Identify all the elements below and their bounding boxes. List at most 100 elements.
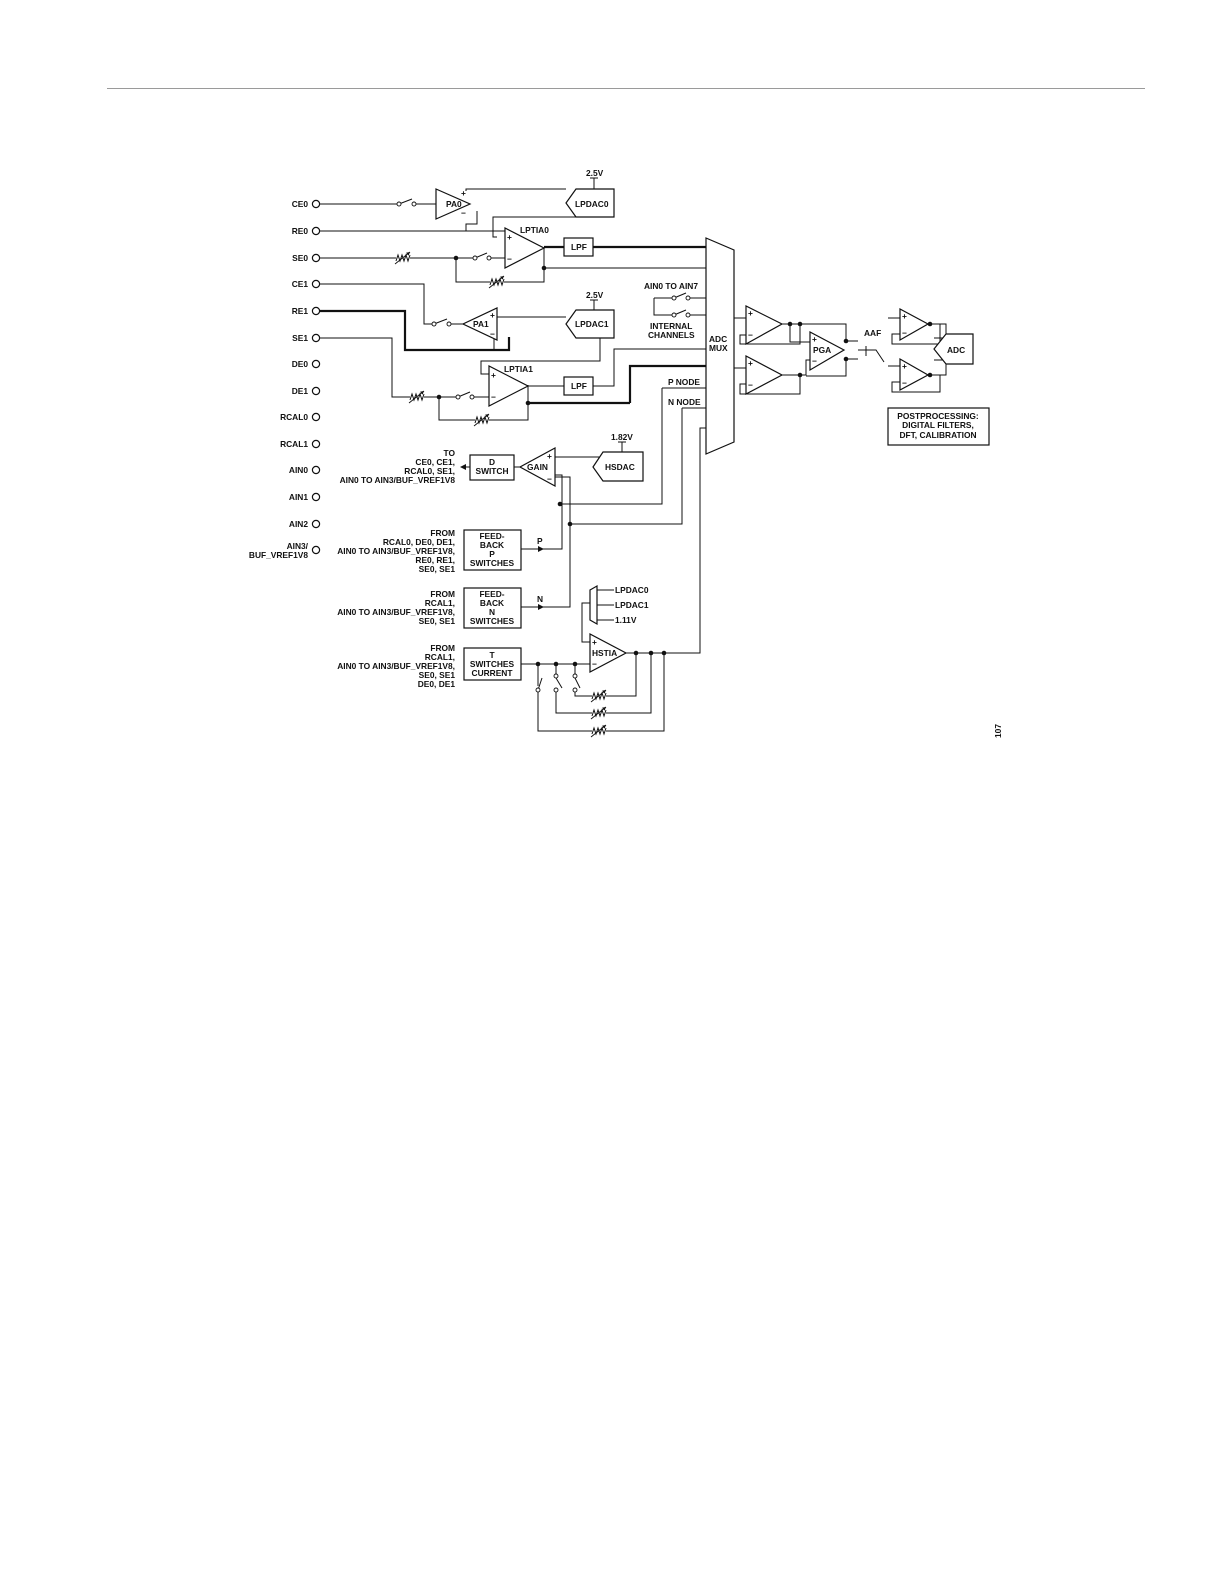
svg-text:AAF: AAF [864, 328, 881, 338]
svg-text:+: + [491, 370, 496, 380]
annotation-from-n: FROM RCAL1, AIN0 TO AIN3/BUF_VREF1V8, SE… [337, 589, 455, 626]
pin-label-ce0: CE0 [292, 199, 309, 209]
amplifier-pa0: PA0 + − [435, 188, 472, 220]
svg-text:AIN0 TO AIN3/BUF_VREF1V8,: AIN0 TO AIN3/BUF_VREF1V8, [337, 546, 455, 556]
svg-text:−: − [507, 254, 512, 264]
header-rule [107, 88, 1145, 89]
svg-text:ADC: ADC [709, 334, 727, 344]
svg-text:HSDAC: HSDAC [605, 462, 635, 472]
svg-text:PA0: PA0 [446, 199, 462, 209]
svg-text:−: − [812, 356, 817, 366]
svg-text:LPTIA0: LPTIA0 [520, 225, 549, 235]
svg-text:+: + [461, 188, 466, 198]
block-lpdac0: LPDAC0 2.5V [565, 168, 615, 218]
pin-pad-ce1 [311, 279, 321, 289]
svg-text:LPDAC0: LPDAC0 [615, 585, 649, 595]
pin-label-re1: RE1 [292, 306, 309, 316]
svg-text:AIN0 TO AIN3/BUF_VREF1V8,: AIN0 TO AIN3/BUF_VREF1V8, [337, 661, 455, 671]
pin-label-ce1: CE1 [292, 279, 309, 289]
block-feedback-n: FEED- BACK N SWITCHES [463, 587, 522, 629]
amplifier-adc-driver-n: + − [899, 357, 930, 392]
pin-label-rcal0: RCAL0 [280, 412, 308, 422]
pin-label-se1: SE1 [292, 333, 308, 343]
junctions [436, 255, 933, 667]
svg-text:LPF: LPF [571, 381, 587, 391]
svg-text:FROM: FROM [430, 528, 455, 538]
block-adc: ADC [933, 333, 974, 365]
svg-text:DFT, CALIBRATION: DFT, CALIBRATION [899, 430, 976, 440]
block-d-switch: D SWITCH [469, 454, 515, 481]
svg-text:+: + [507, 232, 512, 242]
pin-label-rcal1: RCAL1 [280, 439, 308, 449]
svg-text:−: − [748, 330, 753, 340]
amplifier-adc-driver-p: + − [899, 307, 930, 342]
svg-text:SE0, SE1: SE0, SE1 [419, 670, 456, 680]
svg-text:HSTIA: HSTIA [592, 648, 617, 658]
svg-text:2.5V: 2.5V [586, 168, 604, 178]
svg-text:−: − [902, 378, 907, 388]
svg-text:LPDAC1: LPDAC1 [615, 600, 649, 610]
svg-text:BACK: BACK [480, 540, 504, 550]
pin-pad-rcal1 [311, 439, 321, 449]
pin-label-ain1: AIN1 [289, 492, 308, 502]
pin-label-ain2: AIN2 [289, 519, 308, 529]
pin-pad-ain1 [311, 492, 321, 502]
svg-text:LPDAC0: LPDAC0 [575, 199, 609, 209]
figure-id: 107 [993, 724, 1003, 738]
svg-text:N: N [489, 607, 495, 617]
pin-label-de0: DE0 [292, 359, 309, 369]
svg-text:RCAL1,: RCAL1, [425, 598, 455, 608]
pin-label-de1: DE1 [292, 386, 309, 396]
pin-label-se0: SE0 [292, 253, 308, 263]
pin-pad-ce0 [311, 199, 321, 209]
svg-text:−: − [490, 329, 495, 339]
svg-text:−: − [461, 208, 466, 218]
annotation-from-p: FROM RCAL0, DE0, DE1, AIN0 TO AIN3/BUF_V… [337, 528, 455, 574]
svg-text:RE0, RE1,: RE0, RE1, [415, 555, 455, 565]
svg-text:−: − [491, 392, 496, 402]
svg-text:SE0, SE1: SE0, SE1 [419, 616, 456, 626]
svg-text:CE0, CE1,: CE0, CE1, [415, 457, 455, 467]
svg-text:−: − [748, 380, 753, 390]
svg-text:SE0, SE1: SE0, SE1 [419, 564, 456, 574]
svg-text:BACK: BACK [480, 598, 504, 608]
block-hsdac: HSDAC 1.82V [592, 432, 644, 482]
amplifier-lptia1: LPTIA1 + − [488, 364, 533, 407]
annotation-to-dswitch: TO CE0, CE1, RCAL0, SE1, AIN0 TO AIN3/BU… [340, 448, 456, 485]
svg-text:+: + [812, 334, 817, 344]
svg-text:FROM: FROM [430, 643, 455, 653]
pin-labels: CE0 RE0 SE0 CE1 RE1 SE1 DE0 DE1 RCAL0 RC… [249, 199, 309, 560]
amplifier-gain: GAIN + − [518, 446, 556, 488]
svg-text:GAIN: GAIN [527, 462, 548, 472]
pin-pad-ain2 [311, 519, 321, 529]
svg-text:LPF: LPF [571, 242, 587, 252]
misc-labels: AIN0 TO AIN7 INTERNAL CHANNELS P NODE N … [537, 281, 1003, 738]
svg-text:RCAL0, DE0, DE1,: RCAL0, DE0, DE1, [383, 537, 455, 547]
svg-text:SWITCHES: SWITCHES [470, 659, 515, 669]
block-aaf: AAF [858, 328, 885, 363]
pin-pad-re0 [311, 226, 321, 236]
svg-text:DIGITAL FILTERS,: DIGITAL FILTERS, [902, 420, 974, 430]
svg-text:AIN0 TO AIN3/BUF_VREF1V8: AIN0 TO AIN3/BUF_VREF1V8 [340, 475, 456, 485]
svg-text:POSTPROCESSING:: POSTPROCESSING: [897, 411, 978, 421]
svg-text:+: + [592, 637, 597, 647]
pin-label-re0: RE0 [292, 226, 309, 236]
svg-text:SWITCH: SWITCH [475, 466, 508, 476]
svg-text:−: − [902, 328, 907, 338]
svg-text:P: P [489, 549, 495, 559]
svg-text:LPDAC1: LPDAC1 [575, 319, 609, 329]
pin-label-buf-vref: BUF_VREF1V8 [249, 550, 308, 560]
svg-text:PA1: PA1 [473, 319, 489, 329]
svg-text:SWITCHES: SWITCHES [470, 616, 515, 626]
svg-text:RCAL1,: RCAL1, [425, 652, 455, 662]
pin-pad-re1 [311, 306, 321, 316]
svg-text:+: + [902, 361, 907, 371]
pin-pad-de1 [311, 386, 321, 396]
label-n-node: N NODE [668, 397, 701, 407]
svg-text:T: T [489, 650, 495, 660]
svg-text:+: + [902, 311, 907, 321]
pin-pad-ain0 [311, 465, 321, 475]
amplifier-pga: PGA + − [809, 331, 846, 372]
svg-text:+: + [547, 451, 552, 461]
